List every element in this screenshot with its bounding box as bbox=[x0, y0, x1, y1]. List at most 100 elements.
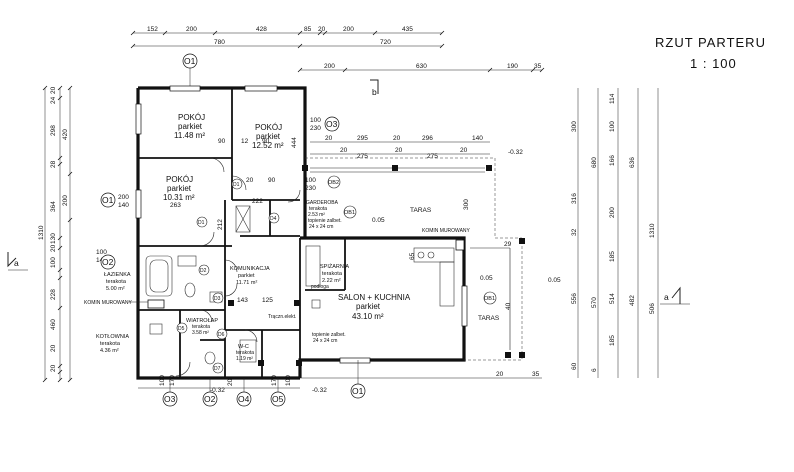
dim-top-3: 428 bbox=[256, 26, 267, 33]
room-pokoj1-area: 11.48 m² bbox=[174, 131, 205, 140]
dim-top-2: 200 bbox=[186, 26, 197, 33]
room-wc-area: 1.19 m² bbox=[236, 356, 253, 362]
dim-top-9: 720 bbox=[380, 39, 391, 46]
chimney-left bbox=[147, 299, 165, 309]
chimney-right bbox=[455, 239, 465, 251]
room-pokoj2-floor: parkiet bbox=[256, 132, 281, 141]
level-a: 0.05 bbox=[372, 217, 385, 224]
dim-top-11: 630 bbox=[416, 63, 427, 70]
room-wc-name: W-C bbox=[238, 344, 249, 350]
dim-top-8: 780 bbox=[214, 39, 225, 46]
dim-misc-23: 40 bbox=[505, 302, 512, 310]
dim-misc-12: 100 bbox=[96, 249, 107, 256]
room-garderoba-area: 2.53 m² bbox=[308, 212, 325, 218]
axis-o1-left: O1 bbox=[102, 195, 114, 205]
dim-left-10: 460 bbox=[50, 319, 57, 330]
section-a-left-marker: a bbox=[7, 252, 28, 271]
room-pokoj3-area: 10.31 m² bbox=[163, 193, 195, 202]
room-pokoj1-name: POKÓJ bbox=[178, 113, 205, 122]
podloga-label: podłoga bbox=[311, 284, 329, 290]
taras-top-label: TARAS bbox=[410, 207, 432, 214]
dim-bottom-1: 100 bbox=[159, 375, 166, 386]
dim-left-5: 364 bbox=[50, 201, 57, 212]
dim-left-3: 298 bbox=[50, 125, 57, 136]
topienie2-size: 24 x 24 cm bbox=[313, 338, 337, 344]
dim-right-11: 166 bbox=[609, 155, 616, 166]
axis-d7: D7 bbox=[214, 366, 221, 372]
dim-misc-4: 100 bbox=[310, 117, 321, 124]
topienie2-label: topienie zalbet. bbox=[312, 332, 346, 338]
fixtures bbox=[145, 205, 455, 365]
room-spizarnia-area: 2.22 m² bbox=[322, 278, 341, 284]
top-dimension-chains: 152 200 428 85 20 200 435 780 720 200 63… bbox=[130, 26, 545, 73]
room-kotlownia-floor: terakota bbox=[100, 341, 121, 347]
left-dimension-chains: 1310 20 24 298 28 364 130 20 100 228 460… bbox=[38, 85, 73, 383]
room-pokoj3-name: POKÓJ bbox=[166, 175, 193, 184]
room-komunikacja-name: KOMUNIKACJA bbox=[230, 266, 270, 272]
section-b-label: b bbox=[372, 87, 377, 97]
level-c: 0.05 bbox=[548, 277, 561, 284]
dim-left-2: 24 bbox=[50, 96, 57, 104]
axis-o4-bottom: O4 bbox=[238, 394, 250, 404]
dim-bottom-5: 100 bbox=[285, 375, 292, 386]
room-lazienka-floor: terakota bbox=[106, 279, 127, 285]
room-komunikacja-area: 11.71 m² bbox=[236, 280, 257, 286]
dim-left-6: 130 bbox=[50, 233, 57, 244]
dim-top-4: 85 bbox=[304, 26, 312, 33]
dim-right-12: 200 bbox=[609, 207, 616, 218]
dim-left-7: 20 bbox=[50, 244, 57, 252]
section-a-left-label: a bbox=[14, 258, 19, 268]
room-pokoj2-name: POKÓJ bbox=[255, 123, 282, 132]
dim-misc-3: 90 bbox=[262, 138, 270, 145]
tracznik-label: Trączn.elekt. bbox=[268, 314, 296, 320]
dim-right-17: 482 bbox=[629, 295, 636, 306]
axis-o1-bottom: O1 bbox=[352, 386, 364, 396]
room-wc-floor: terakota bbox=[236, 350, 254, 356]
topienie1-size: 24 x 24 cm bbox=[309, 224, 333, 230]
interior-walls bbox=[138, 88, 346, 378]
dim-misc-22: 65 bbox=[409, 252, 416, 260]
plan-scale: 1 : 100 bbox=[690, 56, 737, 71]
terrace bbox=[302, 157, 525, 361]
dim-right-18: 506 bbox=[649, 303, 656, 314]
room-labels: POKÓJ parkiet 11.48 m² POKÓJ parkiet 12.… bbox=[96, 113, 411, 362]
dim-misc-2: 12 bbox=[241, 138, 249, 145]
topienie1-label: topienie zalbet. bbox=[308, 218, 342, 224]
dim-right-3: 32 bbox=[571, 228, 578, 236]
dim-inner-1: 20 bbox=[325, 135, 333, 142]
room-garderoba-name: GARDEROBA bbox=[306, 200, 339, 206]
komin-right-label: KOMIN MUROWANY bbox=[422, 228, 471, 234]
dim-bottom-7: 35 bbox=[532, 371, 540, 378]
room-komunikacja-floor: parkiet bbox=[238, 273, 255, 279]
dim-misc-1: 90 bbox=[218, 138, 226, 145]
plan-title: RZUT PARTERU bbox=[655, 35, 766, 50]
axis-d1: D1 bbox=[233, 182, 240, 188]
level-d: -0.32 bbox=[508, 149, 523, 156]
axis-d4: D4 bbox=[270, 216, 277, 222]
axis-o3-top: O3 bbox=[326, 119, 338, 129]
annotation-labels: TARAS TARAS KOMIN MUROWANY KOMIN MUROWAN… bbox=[84, 149, 561, 394]
room-kotlownia-area: 4.36 m² bbox=[100, 348, 119, 354]
dim-bottom-4: 170 bbox=[271, 375, 278, 386]
axis-markers: O3 OB2 O1 O2 OB1 OB1 D1 D1 D2 D3 D4 D5 D… bbox=[100, 116, 497, 407]
dim-bottom-2: 170 bbox=[169, 375, 176, 386]
axis-ob2: OB2 bbox=[328, 180, 339, 186]
dim-inner-2: 295 bbox=[357, 135, 368, 142]
bottom-dimension-chains: 100 170 20 170 100 20 35 bbox=[138, 371, 542, 389]
room-spizarnia-name: SPIŻARNIA bbox=[320, 263, 349, 270]
room-lazienka-area: 5.00 m² bbox=[106, 286, 125, 292]
dim-misc-6: 444 bbox=[291, 137, 298, 148]
room-wiatrolap-floor: terakota bbox=[192, 324, 210, 330]
dim-misc-7: 100 bbox=[305, 177, 316, 184]
axis-d6: D6 bbox=[218, 332, 225, 338]
dim-inner-5: 140 bbox=[472, 135, 483, 142]
dim-misc-11: 140 bbox=[118, 202, 129, 209]
dim-left-9: 228 bbox=[50, 289, 57, 300]
dim-left-13: 420 bbox=[62, 129, 69, 140]
dim-top-1: 152 bbox=[147, 26, 158, 33]
dim-misc-18: 125 bbox=[262, 297, 273, 304]
dim-right-2: 316 bbox=[571, 193, 578, 204]
dim-right-6: 680 bbox=[591, 157, 598, 168]
axis-o1-top-circle bbox=[182, 53, 198, 69]
